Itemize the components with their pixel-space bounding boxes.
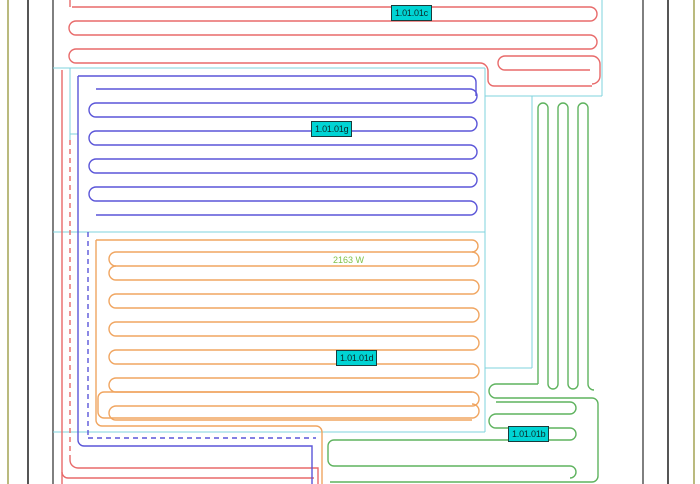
wall-outlines bbox=[7, 0, 695, 484]
heating-loop-green bbox=[327, 102, 599, 483]
heating-loop-orange bbox=[95, 239, 480, 484]
heating-loop-red bbox=[61, 0, 601, 484]
zone-label-g: 1.01.01g bbox=[311, 121, 353, 137]
power-label: 2163 W bbox=[333, 255, 365, 265]
room-boundaries bbox=[53, 0, 603, 433]
zone-label-d: 1.01.01d bbox=[336, 350, 378, 366]
zone-label-b: 1.01.01b bbox=[508, 426, 550, 442]
zone-label-c: 1.01.01c bbox=[391, 5, 432, 21]
heating-loop-blue bbox=[77, 75, 478, 484]
